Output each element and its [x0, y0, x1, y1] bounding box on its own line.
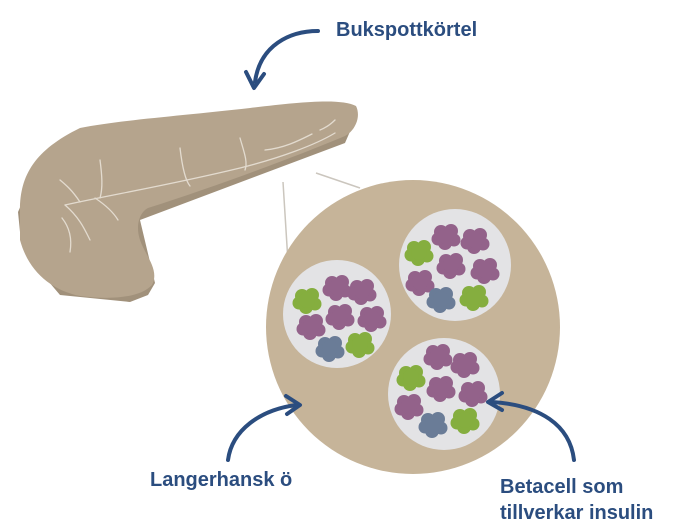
islet-cluster-bottom	[388, 338, 500, 450]
islet-label: Langerhansk ö	[150, 467, 292, 493]
beta-cell-label-line1: Betacell som	[500, 474, 653, 500]
islet-cluster-top-right	[399, 209, 511, 321]
beta-cell-label: Betacell som tillverkar insulin	[500, 474, 653, 526]
islet-cluster-left	[283, 260, 391, 368]
beta-cell-label-line2: tillverkar insulin	[500, 500, 653, 526]
curved-arrow-islet	[228, 396, 300, 460]
curved-arrow-pancreas	[246, 31, 318, 88]
pancreas-label: Bukspottkörtel	[336, 17, 477, 43]
